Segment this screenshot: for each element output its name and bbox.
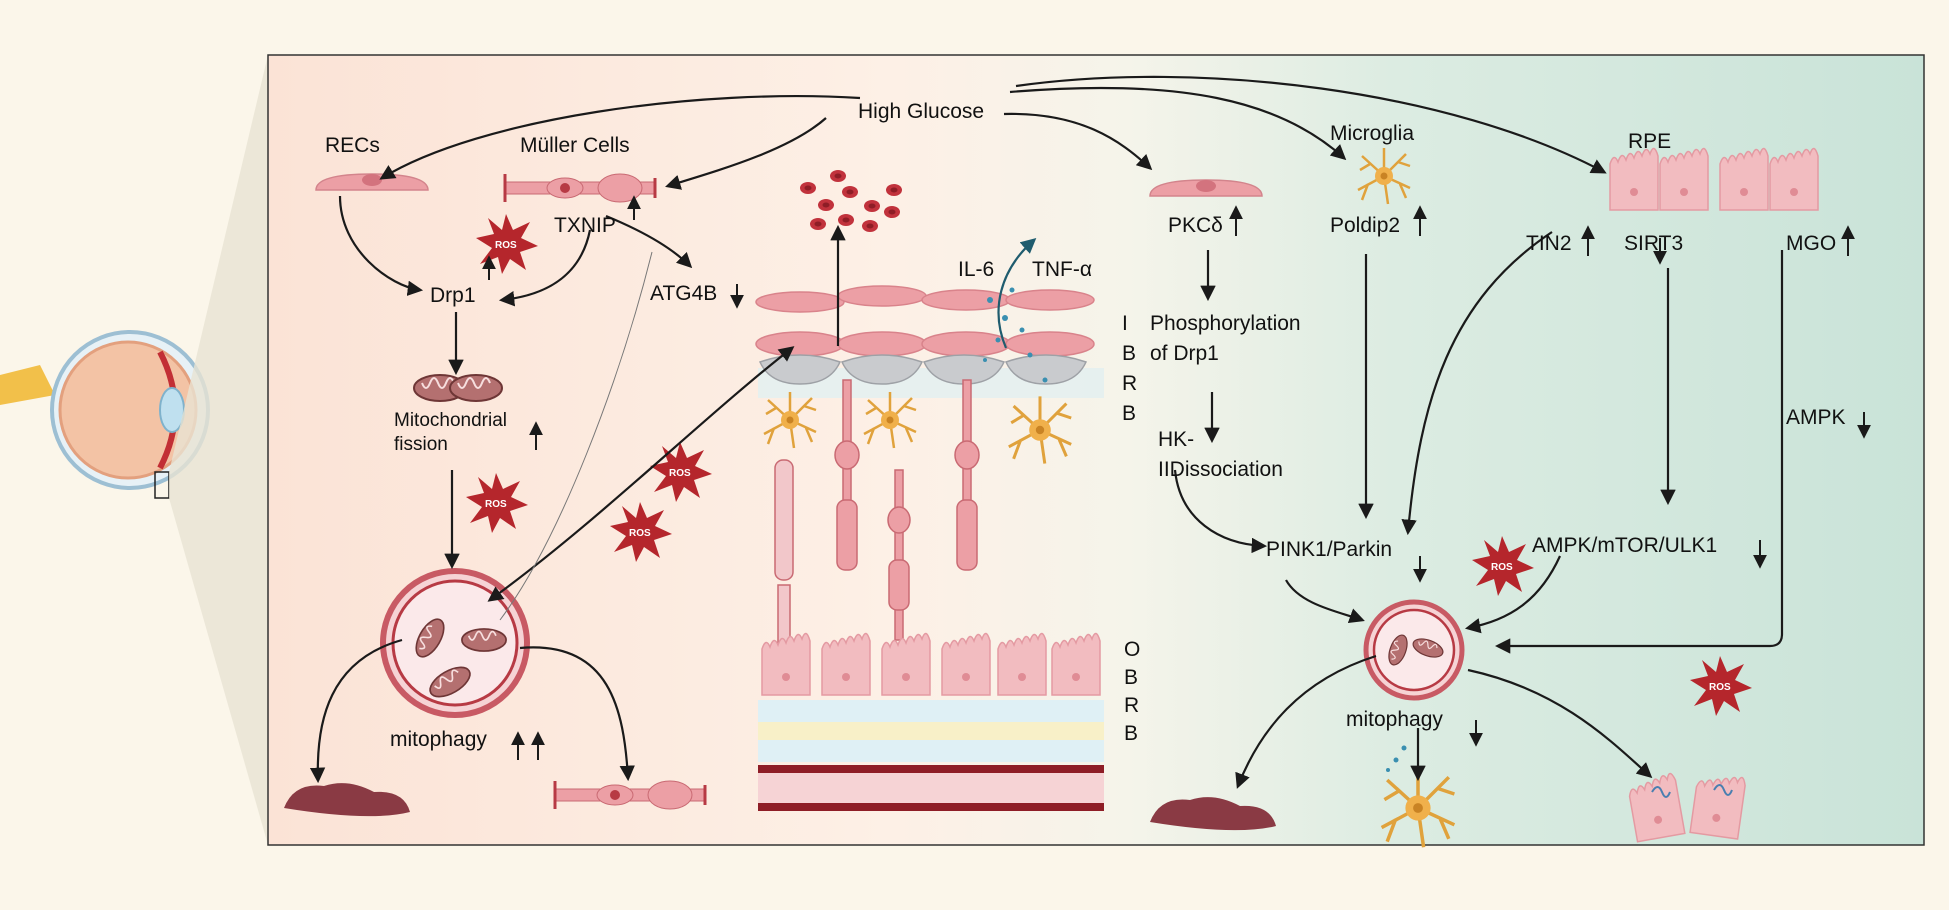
drp1-label: Drp1 — [430, 284, 476, 307]
zoom-wedge — [169, 55, 268, 845]
rec-cell-icon — [315, 173, 429, 191]
pink1-parkin-label: PINK1/Parkin — [1266, 538, 1392, 561]
mgo-label: MGO — [1786, 232, 1836, 255]
pkcd-label: PKCδ — [1168, 214, 1223, 237]
pkc-cell-icon — [1149, 179, 1263, 197]
obrb-b1: B — [1124, 666, 1138, 689]
indicator-arrows — [482, 195, 1871, 760]
ampk-label: AMPK — [1786, 406, 1846, 429]
rpe-cell-icon-damaged — [1626, 770, 1747, 843]
tin2-label: TIN2 — [1526, 232, 1572, 255]
retina-section — [755, 285, 1104, 811]
debris-icon — [284, 783, 1276, 831]
ibrb-r: R — [1122, 372, 1137, 395]
mitochondrion-icon — [413, 374, 503, 402]
svg-text:ROS: ROS — [1709, 682, 1731, 693]
phosphorylation-label-2: of Drp1 — [1150, 342, 1219, 365]
hk-label-1: HK- — [1158, 428, 1194, 451]
microglia-label: Microglia — [1330, 122, 1414, 145]
thin-connector — [499, 251, 653, 621]
svg-text:ROS: ROS — [1491, 562, 1513, 573]
ibrb-b2: B — [1122, 402, 1136, 425]
ibrb-b1: B — [1122, 342, 1136, 365]
rpe-label: RPE — [1628, 130, 1671, 153]
mito-fission-label-1: Mitochondrial — [394, 410, 507, 431]
atg4b-label: ATG4B — [650, 282, 717, 305]
eye-icon — [0, 330, 210, 499]
microglia-icon-lower — [1379, 745, 1457, 849]
recs-label: RECs — [325, 134, 380, 157]
autophagosome-icon-right — [1363, 599, 1465, 701]
muller-cell-icon-lower — [553, 780, 707, 810]
svg-text:ROS: ROS — [495, 240, 517, 251]
pathway-arrows — [309, 75, 1784, 789]
phosphorylation-label-1: Phosphorylation — [1150, 312, 1301, 335]
svg-text:ROS: ROS — [629, 528, 651, 539]
muller-cells-label: Müller Cells — [520, 134, 630, 157]
cytokine-arrow — [997, 237, 1037, 349]
poldip2-label: Poldip2 — [1330, 214, 1400, 237]
ampk-mtor-ulk1-label: AMPK/mTOR/ULK1 — [1532, 534, 1717, 557]
hk-label-2: IIDissociation — [1158, 458, 1283, 481]
obrb-b2: B — [1124, 722, 1138, 745]
mitophagy-right-label: mitophagy — [1346, 708, 1443, 731]
obrb-r: R — [1124, 694, 1139, 717]
mito-fission-label-2: fission — [394, 434, 448, 455]
muller-cell-icon — [503, 173, 657, 203]
autophagosome-icon — [380, 568, 530, 718]
svg-text:ROS: ROS — [485, 499, 507, 510]
tnfa-label: TNF-α — [1032, 258, 1092, 281]
obrb-o: O — [1124, 638, 1140, 661]
mitophagy-left-label: mitophagy — [390, 728, 487, 751]
diagram-labels: High Glucose RECs Müller Cells TXNIP Drp… — [325, 100, 1846, 751]
ibrb-i: I — [1122, 312, 1128, 335]
il6-label: IL-6 — [958, 258, 994, 281]
high-glucose-label: High Glucose — [858, 100, 984, 123]
svg-text:ROS: ROS — [669, 468, 691, 479]
txnip-label: TXNIP — [554, 214, 616, 237]
sirt3-label: SIRT3 — [1624, 232, 1683, 255]
